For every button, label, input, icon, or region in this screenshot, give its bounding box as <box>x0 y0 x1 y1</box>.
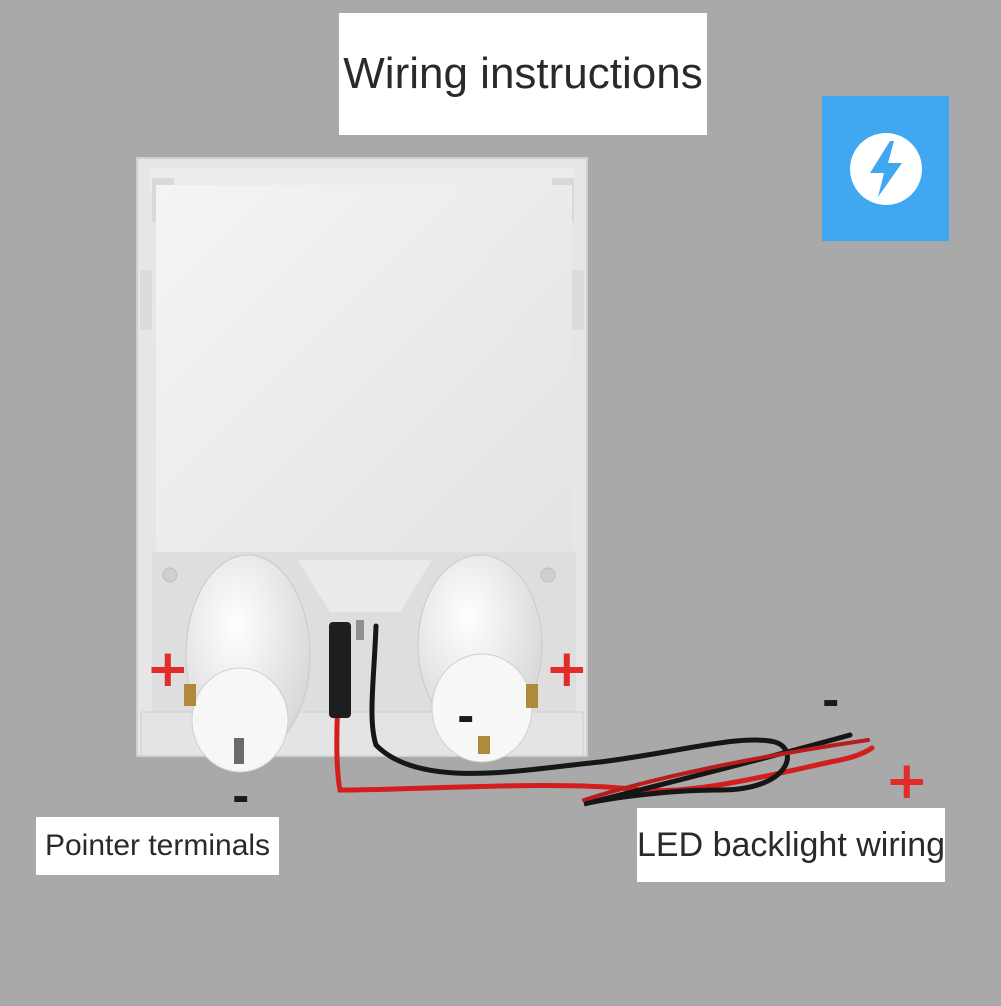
right-plus-lug <box>526 684 538 708</box>
page-title: Wiring instructions <box>343 49 703 98</box>
base-center-cutout <box>298 560 432 612</box>
right-plus-mark: + <box>545 639 589 699</box>
left-terminal-cap <box>191 667 289 773</box>
screw-hole-right <box>540 567 556 583</box>
wire-plus-mark: + <box>885 751 929 811</box>
wire-minus-mark: - <box>822 676 840 725</box>
pointer-terminals-box: Pointer terminals <box>36 817 279 875</box>
housing-side-tab-right <box>572 270 584 330</box>
housing-top-edge <box>150 168 575 190</box>
left-plus-mark: + <box>146 639 190 699</box>
right-minus-mark: - <box>457 692 475 741</box>
heat-shrink-sleeve <box>329 622 351 718</box>
led-backlight-label: LED backlight wiring <box>636 825 946 864</box>
housing-side-tab-left <box>140 270 152 330</box>
wire-black <box>369 623 853 807</box>
wire-red-strand <box>582 738 870 802</box>
wire-connector-pin <box>356 620 364 640</box>
wire-red <box>334 637 875 794</box>
right-minus-lug <box>478 736 490 754</box>
lightning-badge <box>822 96 949 241</box>
pointer-terminals-label: Pointer terminals <box>44 829 271 862</box>
left-minus-mark: - <box>232 772 250 821</box>
left-minus-lug <box>234 738 244 764</box>
dial-back-panel <box>156 185 572 610</box>
led-backlight-box: LED backlight wiring <box>637 808 945 882</box>
lightning-bolt-icon <box>849 132 922 205</box>
left-plus-lug <box>184 684 196 706</box>
title-box: Wiring instructions <box>339 13 707 135</box>
screw-hole-left <box>162 567 178 583</box>
